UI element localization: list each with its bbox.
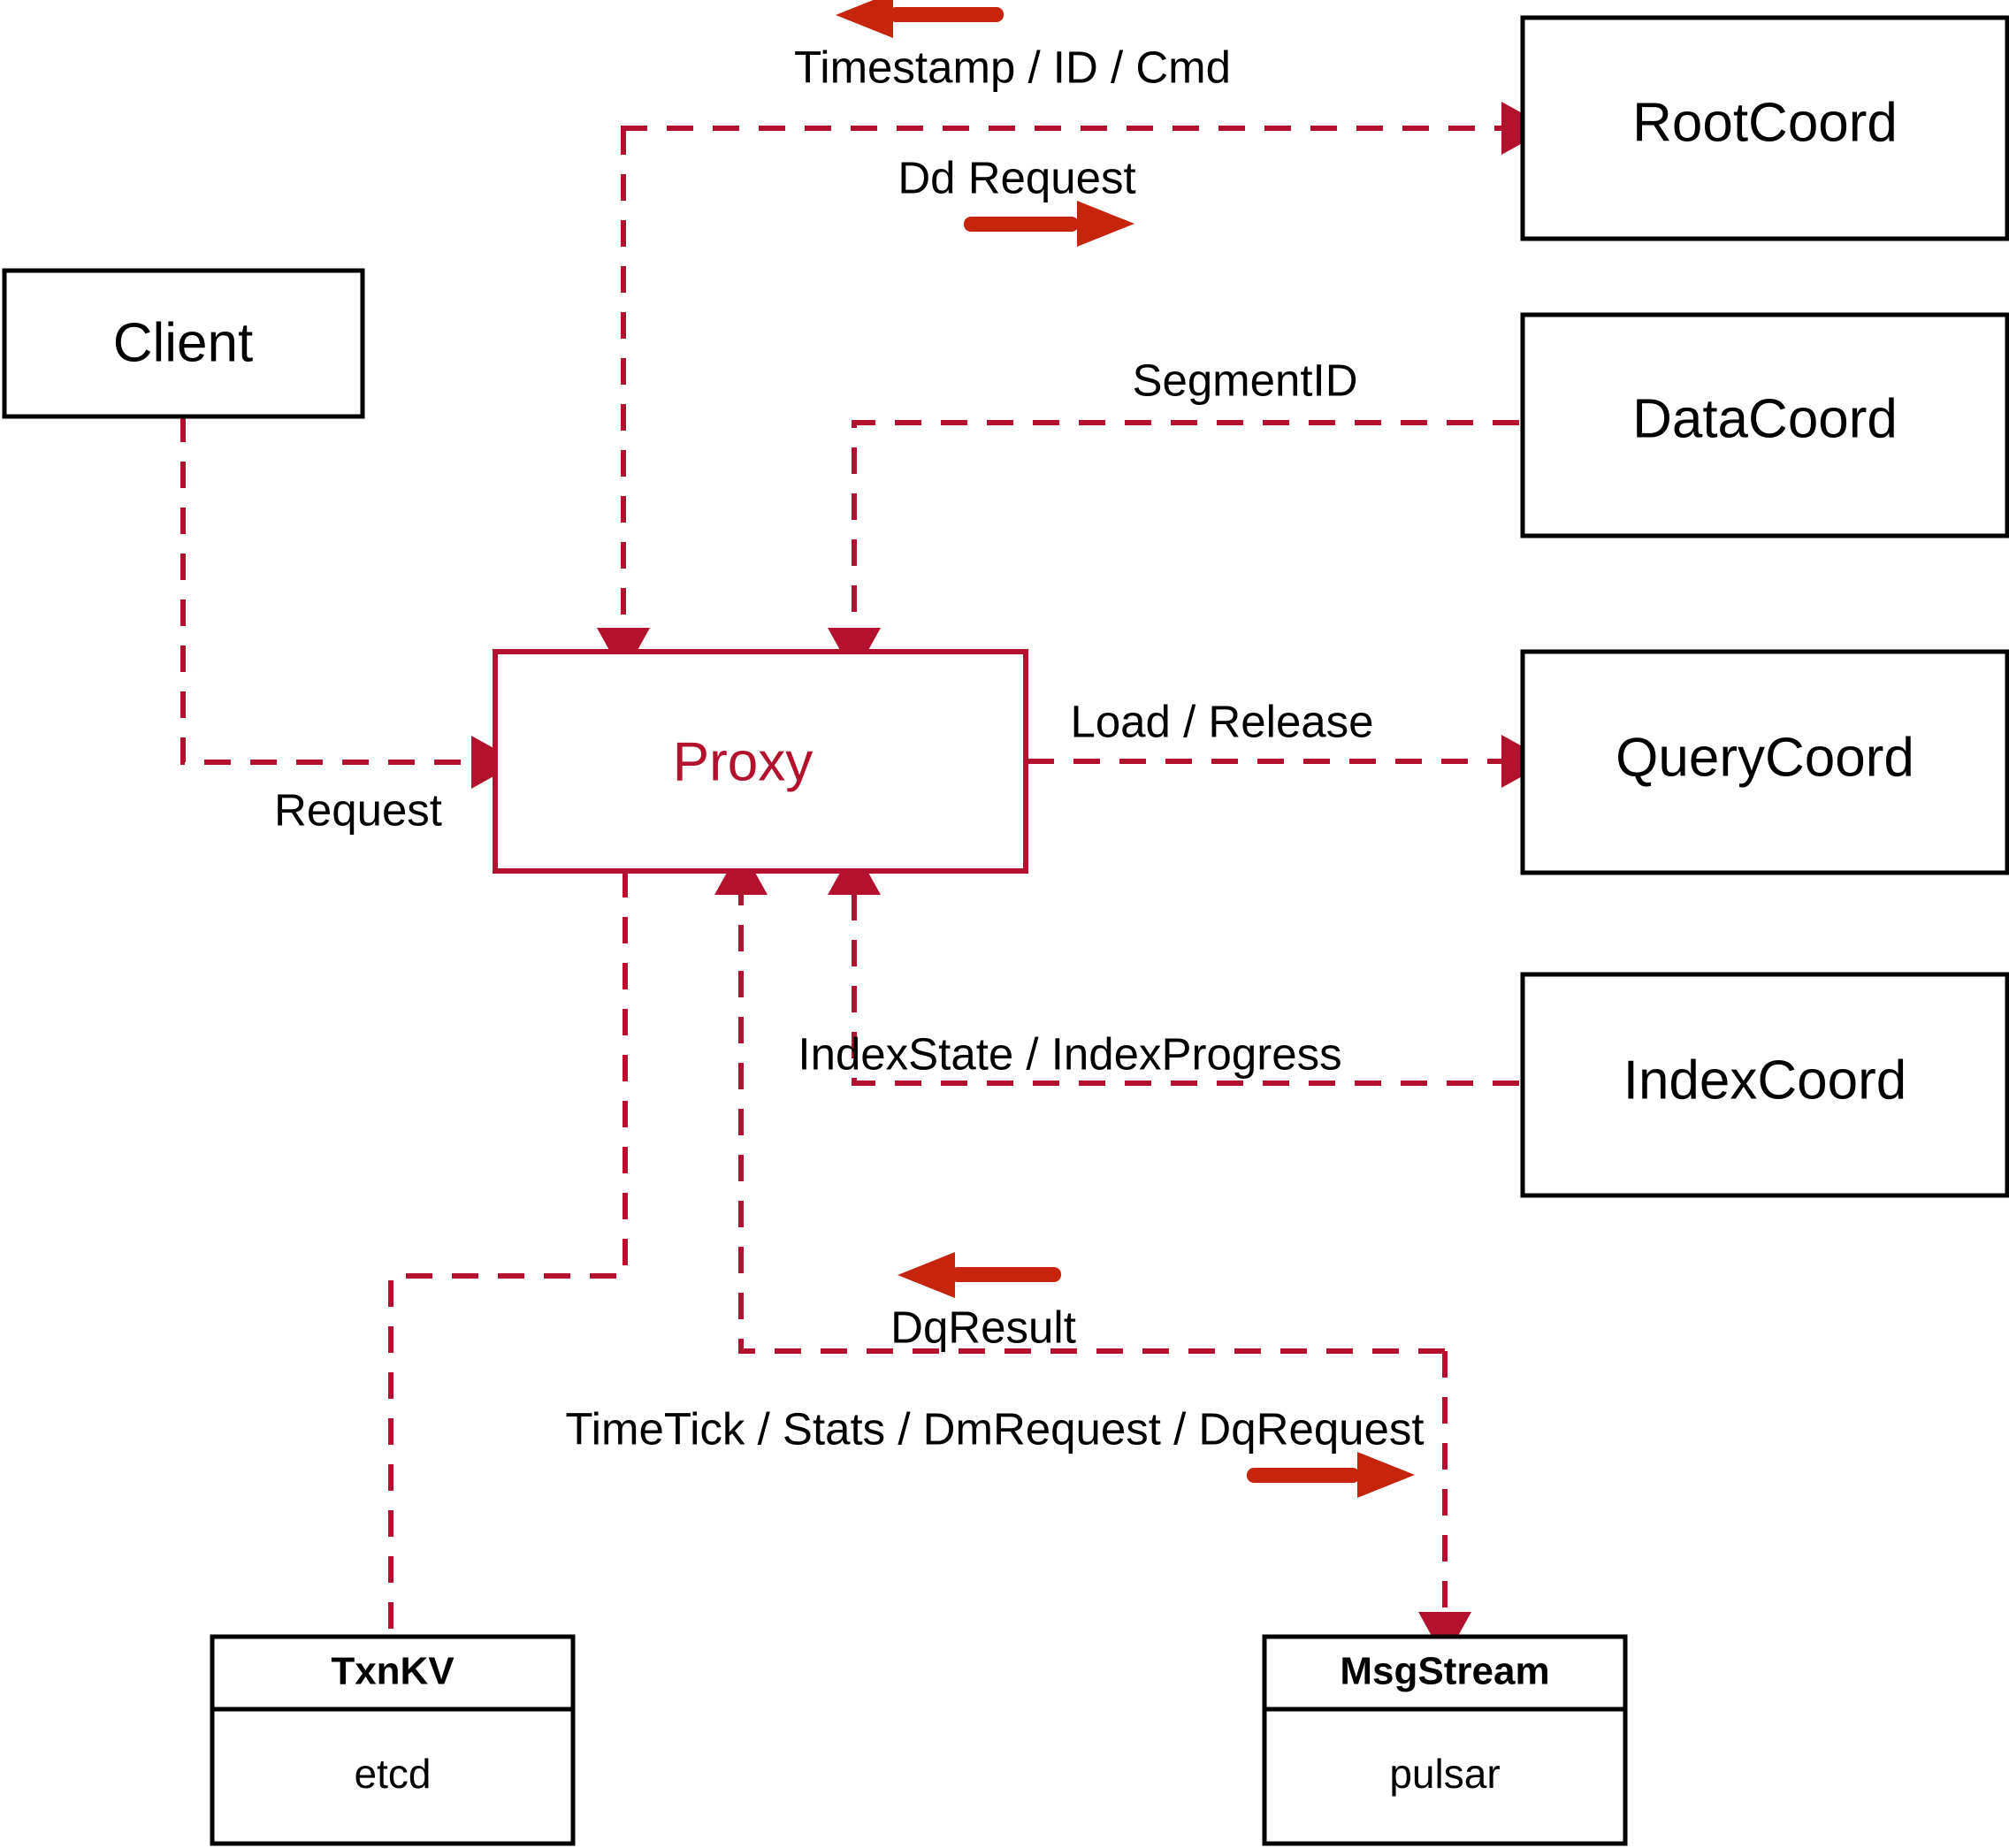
node-msgstream-title: MsgStream <box>1340 1650 1549 1693</box>
node-datacoord-label: DataCoord <box>1632 388 1898 449</box>
node-indexcoord-box[interactable] <box>1520 972 2009 1198</box>
node-txnkv[interactable]: TxnKV etcd <box>210 1634 576 1846</box>
edge-label-dq-result: DqResult <box>890 1302 1076 1352</box>
edge-path-indexcoord-to-proxy <box>828 847 1519 1086</box>
direction-arrow-timestamp-left <box>836 0 1004 38</box>
node-datacoord[interactable]: DataCoord <box>1520 312 2009 538</box>
edge-path-msgstream-to-proxy <box>714 847 1445 1354</box>
edge-label-load-release: Load / Release <box>1070 696 1373 746</box>
node-indexcoord[interactable]: IndexCoord <box>1520 972 2009 1198</box>
edge-label-timestamp-id-cmd: Timestamp / ID / Cmd <box>794 42 1231 92</box>
node-querycoord[interactable]: QueryCoord <box>1520 649 2009 875</box>
node-client-label: Client <box>113 312 254 373</box>
edge-path-proxy-to-txnkv <box>388 871 628 1637</box>
node-client-box[interactable] <box>2 268 365 419</box>
node-rootcoord[interactable]: RootCoord <box>1520 15 2009 241</box>
node-txnkv-title: TxnKV <box>331 1650 455 1693</box>
node-client[interactable]: Client <box>2 268 365 419</box>
node-rootcoord-label: RootCoord <box>1632 92 1898 153</box>
node-txnkv-impl: etcd <box>355 1751 432 1797</box>
node-proxy[interactable]: Proxy <box>493 649 1028 874</box>
node-querycoord-label: QueryCoord <box>1616 727 1914 788</box>
direction-arrow-dd-request-right <box>964 201 1134 247</box>
node-querycoord-box[interactable] <box>1520 649 2009 875</box>
node-indexcoord-label: IndexCoord <box>1623 1050 1907 1111</box>
edge-path-client-to-proxy <box>180 416 519 789</box>
node-msgstream-box[interactable] <box>1262 1634 1628 1846</box>
direction-arrow-dqresult-left <box>898 1252 1061 1298</box>
node-msgstream[interactable]: MsgStream pulsar <box>1262 1634 1628 1846</box>
node-msgstream-impl: pulsar <box>1389 1751 1500 1797</box>
edge-label-request: Request <box>274 784 442 835</box>
edge-label-dd-request: Dd Request <box>898 152 1135 202</box>
edge-label-index-state-progress: IndexState / IndexProgress <box>798 1028 1341 1079</box>
node-proxy-box[interactable] <box>493 649 1028 874</box>
node-proxy-label: Proxy <box>673 731 813 792</box>
node-txnkv-box[interactable] <box>210 1634 576 1846</box>
edge-label-timetick-stats: TimeTick / Stats / DmRequest / DqRequest <box>565 1403 1424 1454</box>
node-rootcoord-box[interactable] <box>1520 15 2009 241</box>
node-datacoord-box[interactable] <box>1520 312 2009 538</box>
direction-arrow-timetick-right <box>1247 1452 1415 1498</box>
edge-path-datacoord-to-proxy <box>828 420 1519 676</box>
edge-label-segment-id: SegmentID <box>1132 355 1357 405</box>
